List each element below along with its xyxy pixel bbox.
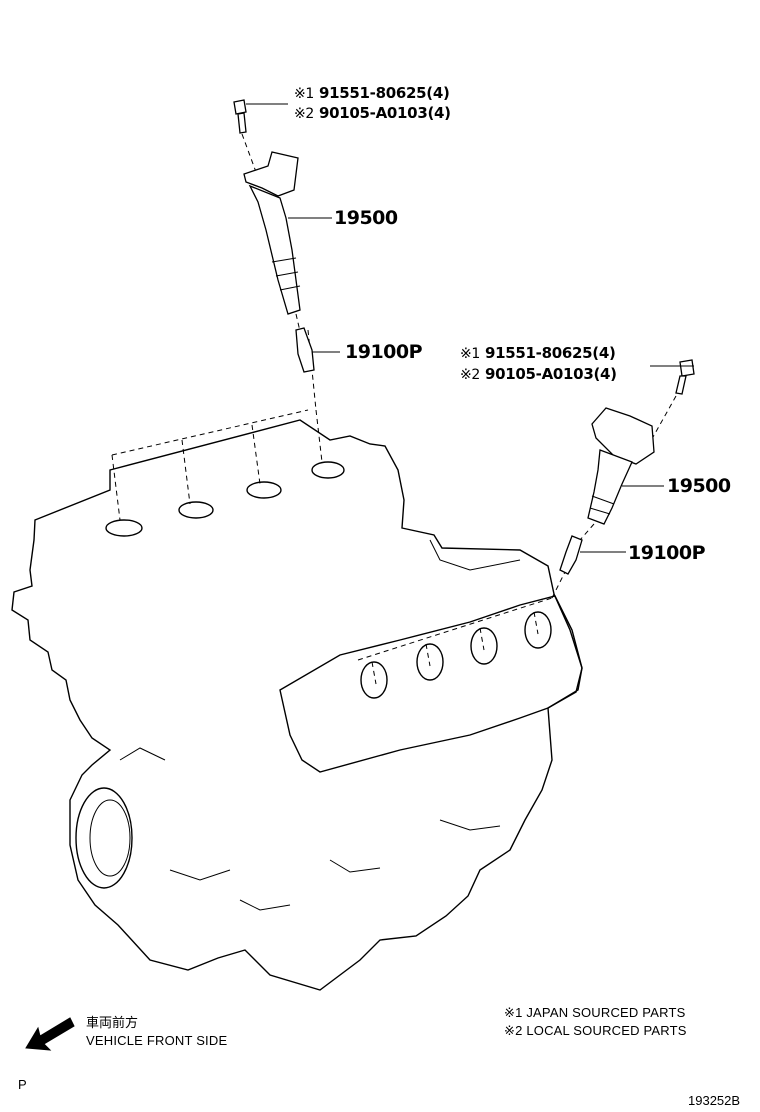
upper-bolt-ref2-number: 90105-A0103(4) — [318, 104, 451, 122]
vehicle-front-english-label: VEHICLE FRONT SIDE — [86, 1033, 228, 1048]
left-bank-hole-4 — [311, 461, 345, 479]
right-bank-hole-4 — [524, 611, 552, 649]
right-bank-hole-2 — [416, 643, 444, 681]
callout-leader-lines — [246, 103, 694, 553]
footer-left-code: P — [18, 1077, 27, 1092]
right-coil-part-number: 19500 — [667, 475, 731, 497]
right-ignition-coil — [579, 407, 655, 541]
right-bolt — [647, 359, 695, 447]
figure-number: 193252B — [688, 1093, 741, 1108]
legend-ref1: ※1 JAPAN SOURCED PARTS — [504, 1006, 685, 1019]
crank-pulley-inner — [89, 799, 131, 877]
legend-ref2: ※2 LOCAL SOURCED PARTS — [504, 1024, 687, 1037]
legend-ref2-mark: ※2 — [504, 1023, 523, 1038]
crank-pulley-outline — [75, 787, 133, 889]
engine-detail-lines — [119, 539, 521, 911]
upper-bolt-ref1-label: ※1 91551-80625(4) — [294, 84, 450, 102]
left-bank-leader-lines — [111, 329, 323, 521]
vehicle-front-arrow-icon — [25, 1017, 75, 1051]
right-plug-part-number: 19100P — [628, 542, 706, 564]
ref2-mark: ※2 — [460, 367, 481, 383]
left-bank-hole-1 — [105, 519, 143, 537]
legend-ref1-mark: ※1 — [504, 1005, 523, 1020]
right-bolt-ref1-number: 91551-80625(4) — [484, 344, 616, 362]
ref1-mark: ※1 — [294, 86, 315, 102]
legend-ref1-text: JAPAN SOURCED PARTS — [526, 1005, 686, 1020]
left-bank-hole-2 — [178, 501, 214, 519]
ref2-mark: ※2 — [294, 106, 315, 122]
upper-bolt — [233, 99, 257, 173]
right-bank-hole-1 — [360, 661, 388, 699]
right-bank-leader-lines — [357, 569, 567, 685]
upper-bolt-ref1-number: 91551-80625(4) — [318, 84, 450, 102]
upper-bolt-ref2-label: ※2 90105-A0103(4) — [294, 104, 451, 122]
upper-coil-part-number: 19500 — [334, 207, 398, 229]
engine-block-outline — [11, 419, 583, 991]
upper-ignition-coil — [243, 151, 303, 341]
right-cylinder-head — [279, 595, 583, 773]
right-bolt-ref2-number: 90105-A0103(4) — [484, 365, 617, 383]
left-bank-hole-3 — [246, 481, 282, 499]
legend-ref2-text: LOCAL SOURCED PARTS — [526, 1023, 687, 1038]
vehicle-front-japanese-label: 車両前方 — [86, 1015, 139, 1030]
right-bolt-ref2-label: ※2 90105-A0103(4) — [460, 365, 617, 383]
right-bank-hole-3 — [470, 627, 498, 665]
upper-spark-plug — [295, 327, 315, 373]
right-bolt-ref1-label: ※1 91551-80625(4) — [460, 344, 616, 362]
upper-plug-part-number: 19100P — [345, 341, 423, 363]
right-spark-plug — [559, 535, 583, 575]
ref1-mark: ※1 — [460, 346, 481, 362]
